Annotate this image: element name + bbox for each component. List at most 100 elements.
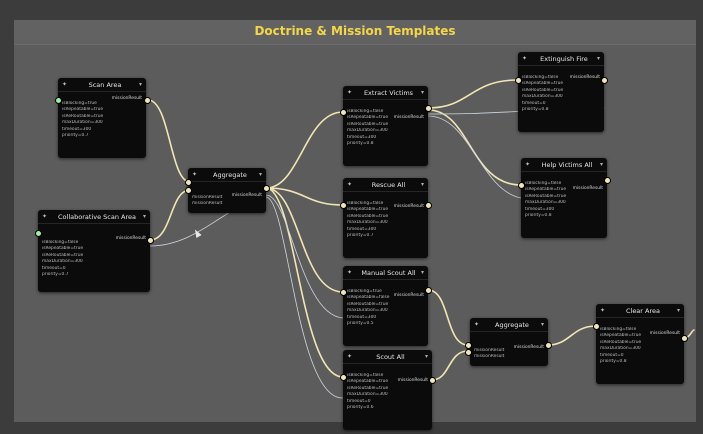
property-row: maxDuration=300 (522, 94, 563, 100)
property-row: isReRoutable=true (347, 121, 389, 127)
output-label: missionResult (231, 193, 262, 198)
output-port[interactable] (425, 202, 432, 209)
wrench-icon: ✦ (474, 321, 480, 328)
wrench-icon: ✦ (347, 269, 353, 276)
node-collaborative-scan-area[interactable]: ✦ Collaborative Scan Area ▾ missionResul… (38, 210, 150, 292)
wrench-icon: ✦ (347, 181, 353, 188)
output-label: missionResult (393, 204, 424, 209)
output-port[interactable] (601, 77, 608, 84)
property-row: isReRoutable=true (347, 213, 389, 219)
chevron-down-icon[interactable]: ▾ (596, 55, 600, 62)
chevron-down-icon[interactable]: ▾ (420, 89, 424, 96)
input-port[interactable] (465, 349, 472, 356)
input-port[interactable] (515, 77, 522, 84)
property-row: maxDuration=300 (62, 120, 103, 126)
output-label: missionResult (569, 75, 600, 80)
node-rescue-all[interactable]: ✦ Rescue All ▾ missionResult isBlocking=… (343, 178, 428, 258)
node-header[interactable]: ✦ Clear Area ▾ (596, 304, 684, 318)
node-header[interactable]: ✦ Extinguish Fire ▾ (518, 52, 604, 66)
wrench-icon: ✦ (192, 171, 198, 178)
node-header[interactable]: ✦ Aggregate ▾ (188, 168, 266, 182)
node-title: Aggregate (213, 170, 247, 179)
input-port[interactable] (55, 97, 62, 104)
output-label: missionResult (111, 96, 142, 101)
property-row: maxDuration=300 (42, 259, 83, 265)
node-header[interactable]: ✦ Extract Victims ▾ (343, 86, 428, 100)
node-clear-area[interactable]: ✦ Clear Area ▾ missionResult isBlocking=… (596, 304, 684, 384)
node-title: Manual Scout All (361, 268, 416, 277)
input-port[interactable] (340, 289, 347, 296)
property-row: timeout=0 (522, 100, 546, 106)
input-row: missionResult (474, 348, 505, 353)
chevron-down-icon[interactable]: ▾ (540, 321, 544, 328)
node-extinguish-fire[interactable]: ✦ Extinguish Fire ▾ missionResult isBloc… (518, 52, 604, 132)
property-row: timeout=300 (347, 134, 377, 140)
node-header[interactable]: ✦ Scan Area ▾ (58, 78, 146, 92)
node-header[interactable]: ✦ Manual Scout All ▾ (343, 266, 428, 280)
node-extract-victims[interactable]: ✦ Extract Victims ▾ missionResult isBloc… (343, 86, 428, 166)
output-label: missionResult (572, 186, 603, 191)
node-header[interactable]: ✦ Help Victims All ▾ (521, 158, 607, 172)
output-label: missionResult (397, 378, 428, 383)
chevron-down-icon[interactable]: ▾ (599, 161, 603, 168)
property-row: priority=0.8 (600, 359, 627, 365)
chevron-down-icon[interactable]: ▾ (258, 171, 262, 178)
window-title: Doctrine & Mission Templates (254, 24, 456, 38)
property-row: maxDuration=300 (600, 346, 641, 352)
chevron-down-icon[interactable]: ▾ (676, 307, 680, 314)
node-help-victims-all[interactable]: ✦ Help Victims All ▾ missionResult isBlo… (521, 158, 607, 238)
property-row: timeout=300 (62, 126, 92, 132)
output-port[interactable] (545, 342, 552, 349)
input-port[interactable] (593, 323, 600, 330)
output-port[interactable] (425, 105, 432, 112)
property-row: isRepeatable=true (347, 379, 389, 385)
chevron-down-icon[interactable]: ▾ (424, 353, 428, 360)
input-port[interactable] (35, 230, 42, 237)
property-row: isRepeatable=true (525, 187, 567, 193)
property-row: isRepeatable=false (347, 295, 390, 301)
output-port[interactable] (604, 177, 611, 184)
node-scout-all[interactable]: ✦ Scout All ▾ missionResult isBlocking=f… (343, 350, 432, 430)
property-row: maxDuration=300 (525, 200, 566, 206)
output-port[interactable] (681, 335, 688, 342)
node-header[interactable]: ✦ Collaborative Scan Area ▾ (38, 210, 150, 224)
property-row: isBlocking=false (522, 75, 559, 80)
input-port[interactable] (185, 187, 192, 194)
input-port[interactable] (185, 179, 192, 186)
input-port[interactable] (518, 182, 525, 189)
property-row: isBlocking=false (525, 181, 562, 186)
output-port[interactable] (144, 97, 151, 104)
node-header[interactable]: ✦ Scout All ▾ (343, 350, 432, 364)
property-row: maxDuration=300 (347, 128, 388, 134)
property-row: isReRoutable=true (42, 252, 84, 258)
node-header[interactable]: ✦ Aggregate ▾ (470, 318, 548, 332)
node-title: Extinguish Fire (540, 54, 588, 63)
node-aggregate[interactable]: ✦ Aggregate ▾ missionResult missionResul… (188, 168, 266, 213)
output-port[interactable] (147, 237, 154, 244)
node-title: Collaborative Scan Area (58, 212, 136, 221)
node-properties: missionResult isBlocking=false isRepeata… (521, 172, 607, 222)
input-port[interactable] (340, 374, 347, 381)
node-header[interactable]: ✦ Rescue All ▾ (343, 178, 428, 192)
property-row: timeout=300 (525, 206, 555, 212)
node-manual-scout-all[interactable]: ✦ Manual Scout All ▾ missionResult isBlo… (343, 266, 428, 346)
property-row: priority=0.6 (347, 405, 374, 411)
chevron-down-icon[interactable]: ▾ (138, 81, 142, 88)
chevron-down-icon[interactable]: ▾ (420, 269, 424, 276)
property-row: isBlocking=false (347, 201, 384, 206)
node-aggregate-2[interactable]: ✦ Aggregate ▾ missionResult missionResul… (470, 318, 548, 366)
input-port[interactable] (465, 342, 472, 349)
node-scan-area[interactable]: ✦ Scan Area ▾ missionResult isBlocking=t… (58, 78, 146, 158)
property-row: priority=0.8 (522, 107, 549, 113)
property-row: isRepeatable=true (522, 81, 564, 87)
node-properties: missionResult isBlocking=false isRepeata… (596, 318, 684, 368)
chevron-down-icon[interactable]: ▾ (142, 213, 146, 220)
input-port[interactable] (340, 202, 347, 209)
property-row: priority=0.7 (347, 233, 374, 239)
output-port[interactable] (263, 185, 270, 192)
output-port[interactable] (425, 287, 432, 294)
input-port[interactable] (340, 109, 347, 116)
chevron-down-icon[interactable]: ▾ (420, 181, 424, 188)
property-row: isBlocking=false (347, 109, 384, 114)
output-port[interactable] (429, 377, 436, 384)
